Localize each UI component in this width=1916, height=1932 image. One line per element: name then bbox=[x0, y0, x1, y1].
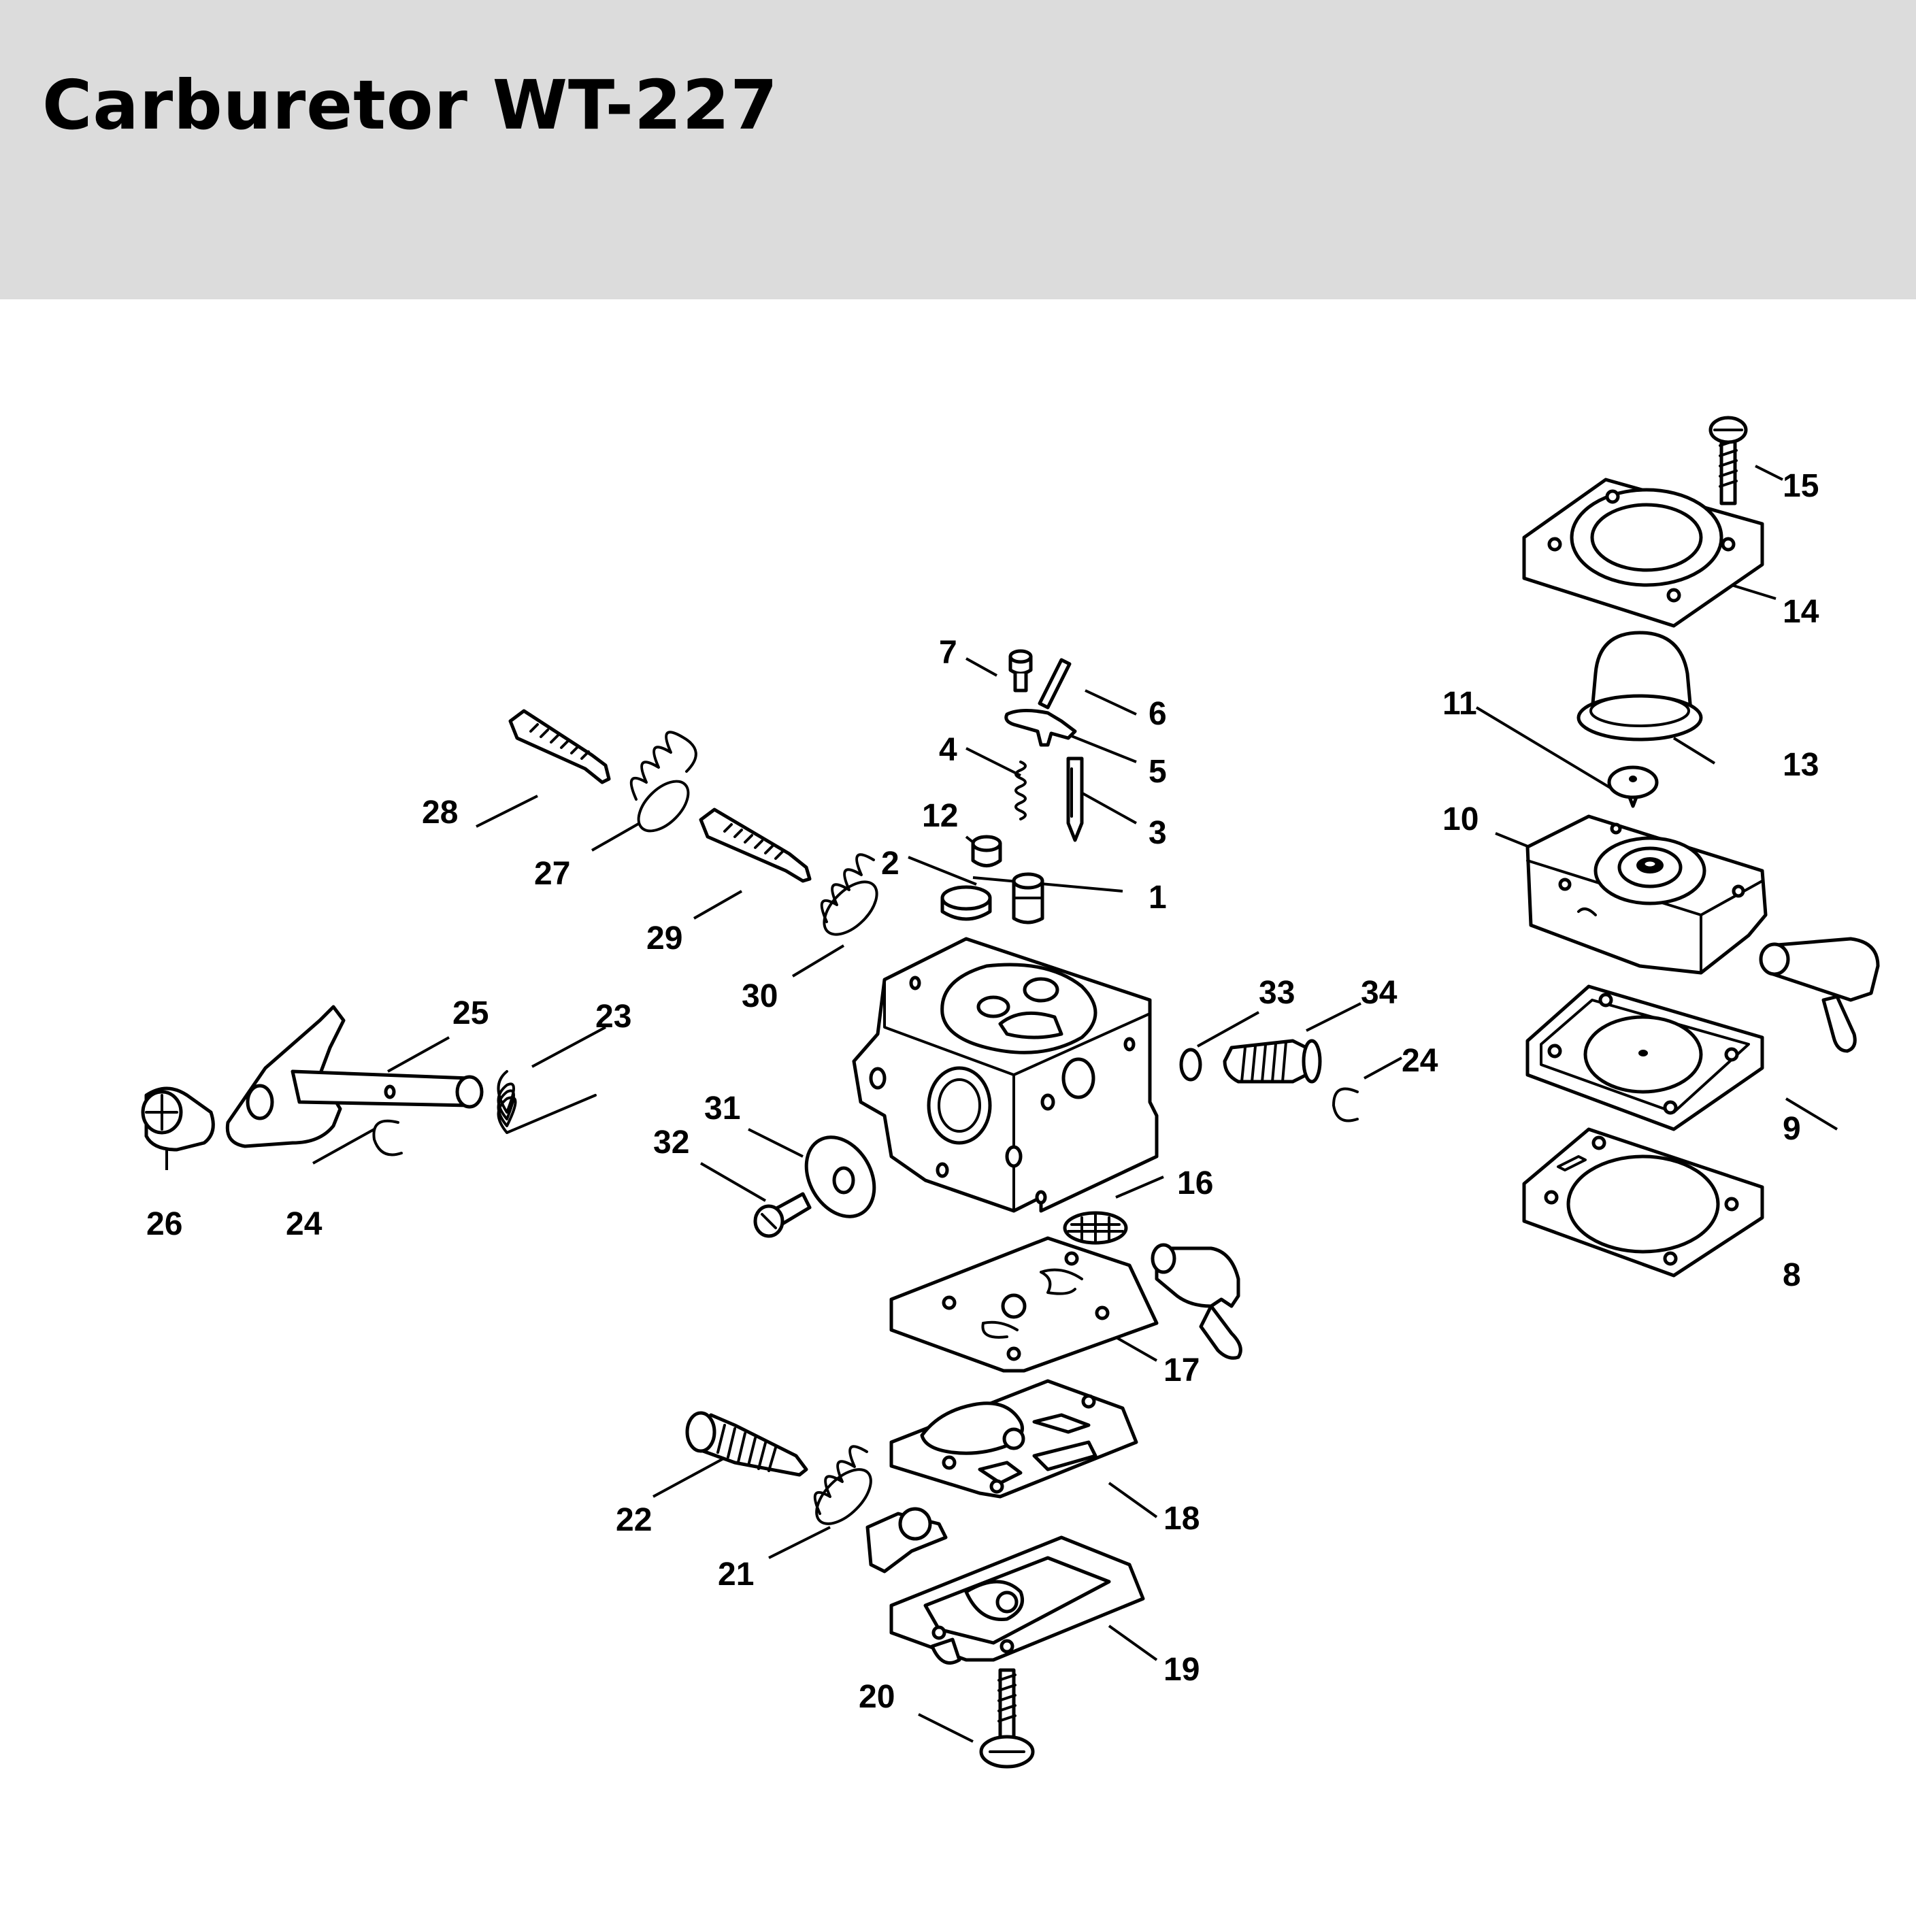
callout-labels: 1 2 3 4 5 6 7 8 9 10 11 12 13 14 15 16 1… bbox=[146, 468, 1819, 1715]
callout-17: 17 bbox=[1163, 1352, 1200, 1388]
callout-11: 11 bbox=[1442, 686, 1477, 722]
adjusting-screw-28 bbox=[508, 709, 611, 784]
screw-20 bbox=[979, 1668, 1035, 1769]
o-ring-33 bbox=[1179, 1048, 1202, 1082]
header-banner: Carburetor WT-227 bbox=[0, 0, 1916, 299]
callout-22: 22 bbox=[616, 1502, 652, 1538]
diaphragm-9 bbox=[1525, 984, 1764, 1131]
callout-30: 30 bbox=[742, 978, 778, 1014]
spring-30 bbox=[820, 853, 878, 936]
gasket-8 bbox=[1522, 1127, 1764, 1278]
callout-33: 33 bbox=[1259, 975, 1295, 1011]
callout-13: 13 bbox=[1783, 747, 1819, 783]
needle-valve-3 bbox=[1066, 756, 1084, 842]
elbow-fitting-center bbox=[1151, 1243, 1242, 1360]
valve-disc-11 bbox=[1607, 765, 1659, 808]
adjusting-screw-29 bbox=[699, 807, 812, 883]
callout-26: 26 bbox=[146, 1206, 182, 1242]
throttle-lever-25 bbox=[225, 1005, 484, 1148]
callout-23: 23 bbox=[595, 999, 631, 1035]
screw-15 bbox=[1708, 416, 1748, 505]
spring-21 bbox=[813, 1445, 872, 1525]
callout-4: 4 bbox=[939, 732, 957, 768]
pump-cover-14 bbox=[1522, 478, 1764, 628]
carburetor-body bbox=[852, 937, 1159, 1213]
spring-23 bbox=[497, 1070, 597, 1134]
callout-6: 6 bbox=[1149, 696, 1167, 732]
callout-28: 28 bbox=[422, 795, 458, 831]
callout-31: 31 bbox=[704, 1090, 740, 1127]
callout-12: 12 bbox=[922, 798, 958, 834]
gasket-18 bbox=[889, 1379, 1138, 1499]
callout-9: 9 bbox=[1783, 1111, 1801, 1147]
idle-screw-22 bbox=[685, 1411, 808, 1477]
leader-lines bbox=[165, 465, 1838, 1743]
pin-6 bbox=[1038, 658, 1072, 710]
plug-2 bbox=[940, 885, 992, 921]
callout-18: 18 bbox=[1163, 1501, 1200, 1537]
spring-4 bbox=[1014, 761, 1027, 820]
callout-7: 7 bbox=[939, 635, 957, 671]
callout-15: 15 bbox=[1783, 468, 1819, 504]
bushing-12 bbox=[971, 835, 1002, 867]
elbow-fitting-right bbox=[1759, 937, 1880, 1053]
callout-34: 34 bbox=[1361, 975, 1398, 1011]
e-clip-24-right bbox=[1332, 1087, 1359, 1122]
callout-21: 21 bbox=[718, 1556, 754, 1593]
callout-19: 19 bbox=[1163, 1652, 1200, 1688]
screw-32 bbox=[753, 1192, 812, 1238]
callout-27: 27 bbox=[534, 856, 570, 892]
callout-8: 8 bbox=[1783, 1257, 1801, 1293]
callout-5: 5 bbox=[1149, 754, 1167, 790]
callout-29: 29 bbox=[646, 920, 682, 956]
callout-24a: 24 bbox=[286, 1206, 323, 1242]
spring-27 bbox=[629, 731, 697, 833]
callout-25: 25 bbox=[452, 995, 489, 1031]
callout-24b: 24 bbox=[1402, 1043, 1438, 1079]
pump-body-10 bbox=[1525, 814, 1768, 975]
e-clip-24-left bbox=[372, 1119, 403, 1156]
callout-3: 3 bbox=[1149, 815, 1167, 851]
page-title: Carburetor WT-227 bbox=[42, 65, 778, 145]
cap-26 bbox=[141, 1086, 215, 1152]
cover-19 bbox=[865, 1507, 1145, 1665]
screen-16 bbox=[1063, 1211, 1128, 1245]
callout-2: 2 bbox=[881, 846, 899, 882]
callout-1: 1 bbox=[1149, 880, 1167, 916]
fitting-34 bbox=[1223, 1039, 1322, 1084]
callout-14: 14 bbox=[1783, 594, 1819, 630]
disc-31 bbox=[804, 1135, 876, 1218]
callout-32: 32 bbox=[653, 1125, 689, 1161]
screw-7 bbox=[1008, 649, 1033, 693]
callout-16: 16 bbox=[1177, 1165, 1213, 1201]
valve-1 bbox=[1012, 872, 1044, 925]
gasket-17 bbox=[889, 1236, 1159, 1373]
lever-5 bbox=[1004, 709, 1077, 747]
callout-20: 20 bbox=[859, 1679, 895, 1715]
primer-bulb-13 bbox=[1576, 631, 1703, 742]
callout-10: 10 bbox=[1442, 801, 1479, 837]
